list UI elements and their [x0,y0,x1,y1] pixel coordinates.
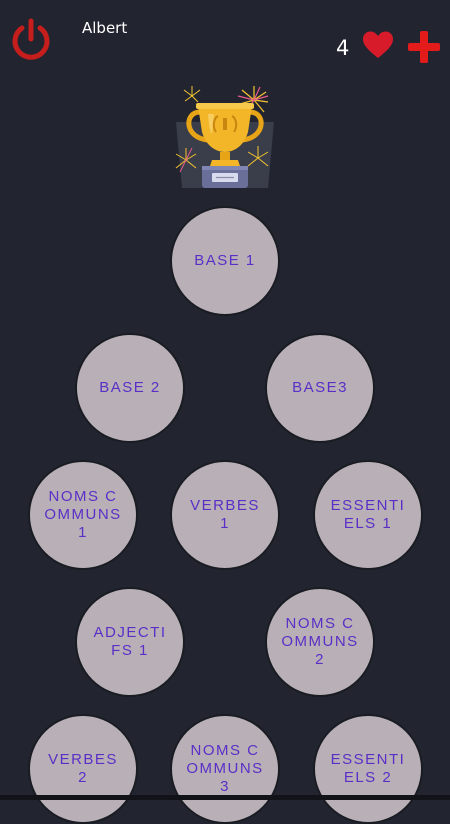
system-nav-bar [0,795,450,800]
lesson-label: BASE 1 [194,252,256,269]
lesson-adjectifs-1[interactable]: ADJECTIFS 1 [75,587,185,697]
lesson-label: ADJECTIFS 1 [93,624,167,659]
lesson-label: BASE 2 [99,379,161,396]
lesson-label: VERBES 1 [190,497,260,532]
lesson-noms-communs-2[interactable]: NOMS COMMUNS 2 [265,587,375,697]
lesson-base-1[interactable]: BASE 1 [170,206,280,316]
lesson-noms-communs-1[interactable]: NOMS COMMUNS 1 [28,460,138,570]
username: Albert [82,19,128,37]
lesson-verbes-1[interactable]: VERBES 1 [170,460,280,570]
power-icon [12,18,50,60]
lesson-label: NOMS COMMUNS 3 [186,742,264,795]
lesson-base-2[interactable]: BASE 2 [75,333,185,443]
plus-icon [408,31,440,63]
lesson-label: NOMS COMMUNS 2 [281,615,359,668]
lesson-essentiels-2[interactable]: ESSENTIELS 2 [313,714,423,824]
lives-count: 4 [336,36,350,60]
lesson-base-3[interactable]: BASE3 [265,333,375,443]
lesson-essentiels-1[interactable]: ESSENTIELS 1 [313,460,423,570]
lesson-label: NOMS COMMUNS 1 [44,488,122,541]
trophy-icon[interactable] [168,82,282,194]
lesson-label: VERBES 2 [48,751,118,786]
heart-icon [362,30,394,60]
add-lives-button[interactable] [406,29,442,65]
top-bar: Albert 4 [0,0,450,80]
lesson-label: ESSENTIELS 1 [330,497,406,532]
lesson-label: ESSENTIELS 2 [330,751,406,786]
lesson-noms-communs-3[interactable]: NOMS COMMUNS 3 [170,714,280,824]
power-button[interactable] [8,17,54,63]
lesson-label: BASE3 [292,379,348,396]
lesson-verbes-2[interactable]: VERBES 2 [28,714,138,824]
